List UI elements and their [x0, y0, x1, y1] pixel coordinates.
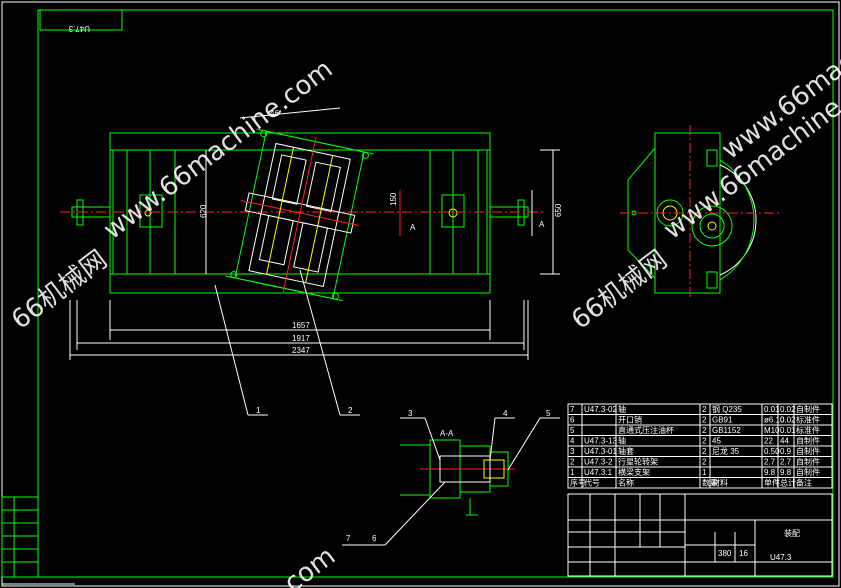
dim-top: 46: [270, 109, 279, 118]
scale-value-2: 16: [739, 549, 748, 558]
parts-cell-qty: 2: [702, 458, 707, 467]
scale-value: 380: [718, 549, 732, 558]
parts-cell-qty: 2: [702, 447, 707, 456]
parts-cell-name: 轴: [618, 436, 626, 446]
parts-cell-no: 2: [570, 458, 575, 467]
number-box: [39, 9, 123, 31]
callout-3: 3: [408, 409, 413, 418]
parts-cell-material: GB1152: [712, 426, 741, 435]
parts-cell-w2: 0.9: [780, 447, 792, 456]
title-block-label: 装配: [784, 528, 800, 538]
front-dimensions: 1657 1917 2347 46 620 650 150 A A: [69, 107, 563, 360]
parts-cell-material: 45: [712, 437, 721, 446]
watermark-cn-1: 66机械网: [6, 245, 113, 336]
parts-cell-name: 开口销: [618, 415, 642, 425]
watermark-cn-2: 66机械网: [566, 245, 673, 336]
parts-cell-material: 尼龙 35: [712, 446, 740, 456]
parts-cell-qty: 2: [702, 437, 707, 446]
parts-cell-no: 1: [570, 468, 575, 477]
callout-5: 5: [546, 409, 551, 418]
title-block: 装配 U47.3 380 16: [567, 493, 833, 577]
parts-cell-qty: 2: [702, 426, 707, 435]
parts-cell-name: 行星轮转架: [618, 457, 658, 467]
callout-7: 7: [346, 534, 351, 543]
left-strip: [1, 496, 75, 585]
title-block-number: U47.3: [770, 553, 792, 562]
callout-2: 2: [348, 406, 353, 415]
drawing-number-rotated: U47.3: [68, 24, 90, 33]
parts-cell-code: U47.3-02: [584, 405, 617, 414]
parts-cell-w2: 2.7: [780, 458, 792, 467]
parts-cell-w2: 9.8: [780, 468, 792, 477]
parts-cell-code: U47.3-01: [584, 447, 617, 456]
parts-cell-note: 自制件: [796, 457, 820, 467]
parts-cell-no: 5: [570, 426, 575, 435]
parts-cell-no: 3: [570, 447, 575, 456]
parts-cell-note: 自制件: [796, 446, 820, 456]
parts-header-cell: 代号: [584, 478, 600, 488]
side-view: [620, 125, 780, 300]
parts-cell-w1: 0.50: [764, 447, 780, 456]
section-view: A-A: [400, 429, 515, 516]
parts-cell-qty: 1: [702, 468, 707, 477]
parts-cell-w1: M10: [764, 426, 780, 435]
parts-cell-qty: 2: [702, 416, 707, 425]
parts-cell-w2: 44: [780, 437, 789, 446]
parts-cell-material: 钢 Q235: [712, 404, 742, 414]
parts-header-cell: 序号: [570, 478, 586, 488]
parts-cell-no: 6: [570, 416, 575, 425]
parts-cell-no: 7: [570, 405, 575, 414]
parts-cell-code: U47.3-2: [584, 458, 613, 467]
parts-cell-qty: 2: [702, 405, 707, 414]
callout-6: 6: [372, 534, 377, 543]
parts-cell-code: U47.3.1: [584, 468, 613, 477]
dim-1657: 1657: [292, 321, 310, 330]
dim-2347: 2347: [292, 346, 310, 355]
inner-frame: [37, 9, 834, 578]
parts-cell-w1: 2.7: [764, 458, 776, 467]
parts-header-cell: 单件: [764, 478, 780, 488]
parts-cell-material: GB91: [712, 416, 733, 425]
planetary-carrier: [225, 128, 374, 302]
parts-cell-name: 轴套: [618, 446, 634, 456]
parts-cell-name: 直通式压注油杯: [618, 425, 674, 435]
parts-cell-note: 标准件: [796, 425, 820, 435]
parts-cell-name: 横梁支架: [618, 467, 650, 477]
section-mark-right: A: [539, 220, 545, 229]
callout-leaders: [214, 269, 560, 546]
parts-header-cell: 数量: [702, 478, 718, 488]
parts-cell-note: 标准件: [796, 415, 820, 425]
parts-header-cell: 名称: [618, 478, 634, 488]
parts-header-cell: 总计: [780, 478, 796, 488]
parts-cell-w2: 0.01: [780, 426, 796, 435]
dim-1917: 1917: [292, 334, 310, 343]
parts-cell-note: 自制件: [796, 436, 820, 446]
dim-small: 150: [389, 192, 398, 206]
parts-cell-note: 自制件: [796, 467, 820, 477]
parts-header-cell: 备注: [796, 478, 812, 488]
parts-cell-note: 自制件: [796, 404, 820, 414]
parts-header-cell: 材料: [712, 478, 728, 488]
parts-cell-w1: 0.01: [764, 405, 780, 414]
parts-cell-w1: ø6.10: [764, 416, 785, 425]
callout-1: 1: [256, 406, 261, 415]
parts-cell-w1: 22: [764, 437, 773, 446]
section-label: A-A: [440, 429, 454, 438]
callout-4: 4: [503, 409, 508, 418]
dim-height-right: 650: [554, 203, 563, 217]
watermark-fragment: .com: [272, 541, 341, 588]
parts-cell-no: 4: [570, 437, 575, 446]
parts-cell-code: U47.3-13: [584, 437, 617, 446]
front-view: [60, 132, 545, 294]
parts-cell-name: 轴: [618, 404, 626, 414]
parts-cell-w2: 0.02: [780, 405, 796, 414]
parts-cell-w1: 9.8: [764, 468, 776, 477]
section-mark-left: A: [410, 223, 416, 232]
dim-height-left: 620: [199, 204, 208, 218]
parts-cell-w2: 0.02: [780, 416, 796, 425]
